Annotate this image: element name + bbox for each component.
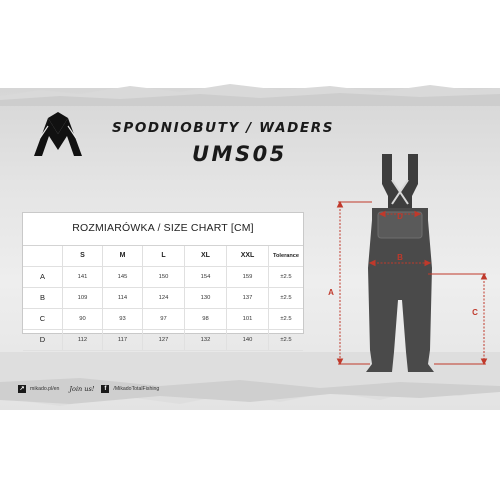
table-cell: 101 [227, 309, 269, 330]
wader-diagram: D B A C [328, 154, 488, 372]
signature-join-us: Join us! [69, 385, 95, 393]
table-cell: 127 [143, 330, 185, 351]
product-category-title: SPODNIOBUTY / WADERS [112, 120, 335, 136]
table-cell: 98 [185, 309, 227, 330]
header-cell-xxl: XXL [227, 246, 269, 267]
dimension-label-a: A [328, 288, 334, 297]
facebook-link[interactable]: /MikadoTotalFishing [113, 386, 160, 392]
dimension-c [428, 272, 488, 366]
dimension-label-d: D [397, 212, 403, 221]
table-cell: 132 [185, 330, 227, 351]
row-label-c: C [23, 309, 63, 330]
row-label-b: B [23, 288, 63, 309]
size-chart-table: ROZMIARÓWKA / SIZE CHART [CM] S M L XL X… [22, 212, 304, 351]
link-icon: ↗ [18, 385, 26, 393]
table-cell: ±2.5 [269, 288, 303, 309]
dimension-a [336, 200, 372, 366]
size-chart-title: ROZMIARÓWKA / SIZE CHART [CM] [72, 222, 254, 234]
table-cell: ±2.5 [269, 309, 303, 330]
table-cell: 124 [143, 288, 185, 309]
row-label-d: D [23, 330, 63, 351]
wader-body [366, 208, 434, 372]
table-cell: 90 [63, 309, 103, 330]
table-cell: 150 [143, 267, 185, 288]
product-model-code: UMS05 [192, 142, 287, 166]
table-cell: 159 [227, 267, 269, 288]
table-cell: 140 [227, 330, 269, 351]
mikado-m-logo-icon [34, 112, 82, 156]
table-cell: 117 [103, 330, 143, 351]
header-cell-xl: XL [185, 246, 227, 267]
suspenders [382, 154, 418, 208]
dimension-b [368, 259, 432, 267]
table-cell: 109 [63, 288, 103, 309]
dimension-d [378, 210, 422, 218]
table-cell: 93 [103, 309, 143, 330]
brush-stroke-top [0, 84, 500, 106]
table-cell: 154 [185, 267, 227, 288]
website-link[interactable]: mikado.pl/en [30, 386, 60, 392]
dimension-label-b: B [397, 253, 403, 262]
header-cell-empty [23, 246, 63, 267]
table-cell: ±2.5 [269, 267, 303, 288]
header-cell-tolerance: Tolerance [269, 246, 303, 267]
table-cell: 97 [143, 309, 185, 330]
table-cell: 141 [63, 267, 103, 288]
facebook-icon: f [101, 385, 110, 393]
header-cell-s: S [63, 246, 103, 267]
table-cell: 145 [103, 267, 143, 288]
header-cell-m: M [103, 246, 143, 267]
table-cell: 130 [185, 288, 227, 309]
footer: ↗ mikado.pl/en Join us! f /MikadoTotalFi… [18, 382, 159, 396]
row-label-a: A [23, 267, 63, 288]
table-cell: 114 [103, 288, 143, 309]
dimension-label-c: C [472, 308, 478, 317]
chest-pocket [377, 211, 423, 239]
size-chart-grid: S M L XL XXL Tolerance A 141 145 150 154… [23, 245, 303, 351]
table-cell: 112 [63, 330, 103, 351]
table-cell: 137 [227, 288, 269, 309]
table-cell: ±2.5 [269, 330, 303, 351]
header-cell-l: L [143, 246, 185, 267]
